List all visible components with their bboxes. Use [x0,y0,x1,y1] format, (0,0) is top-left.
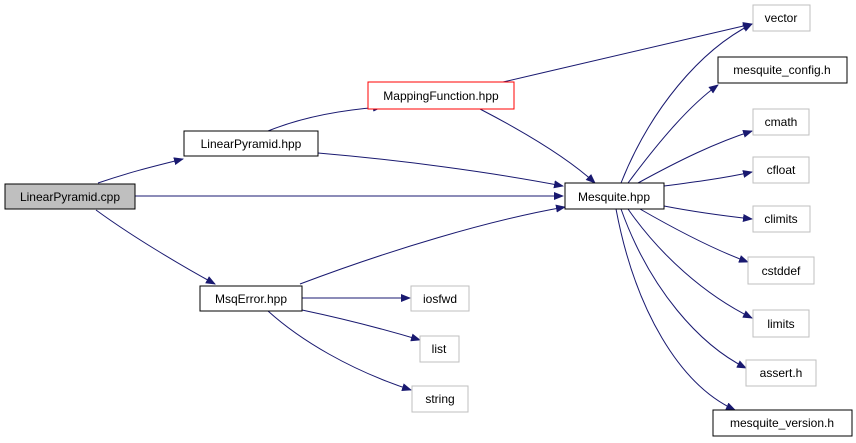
node-label: limits [767,317,794,331]
node-assert-h[interactable]: assert.h [745,359,817,387]
node-list[interactable]: list [419,335,460,363]
node-label: vector [765,11,798,25]
node-label: MsqError.hpp [215,292,287,306]
node-climits[interactable]: climits [752,205,811,233]
node-label: climits [764,212,797,226]
node-cfloat[interactable]: cfloat [752,156,810,184]
node-linearpyramid-hpp[interactable]: LinearPyramid.hpp [183,130,319,157]
node-string[interactable]: string [411,385,469,413]
node-label: cmath [765,115,798,129]
node-msqerror-hpp[interactable]: MsqError.hpp [199,285,303,312]
node-mesquite-hpp[interactable]: Mesquite.hpp [564,182,665,210]
edge-mesquite-hpp-to-limits [627,208,753,319]
node-linearpyramid-cpp[interactable]: LinearPyramid.cpp [4,183,136,210]
node-cstddef[interactable]: cstddef [747,256,815,285]
edge-linearpyramid-cpp-to-msqerror-hpp [95,209,216,285]
node-label: cstddef [762,264,801,278]
node-limits[interactable]: limits [752,309,810,338]
nodes: LinearPyramid.cpp LinearPyramid.hpp Mapp… [4,4,853,437]
edge-linearpyramid-hpp-to-mappingfunction-hpp [267,103,383,132]
node-label: mesquite_version.h [730,416,834,430]
edge-mappingfunction-hpp-to-mesquite-hpp [479,108,596,184]
edge-linearpyramid-cpp-to-linearpyramid-hpp [97,157,184,184]
node-cmath[interactable]: cmath [752,108,810,136]
node-label: assert.h [760,366,803,380]
edge-mesquite-hpp-to-cmath [637,129,753,184]
node-label: list [432,342,447,356]
node-label: cfloat [767,163,796,177]
node-label: Mesquite.hpp [578,190,650,204]
edge-mesquite-hpp-to-cfloat [663,170,753,187]
node-label: iosfwd [423,292,457,306]
edges [95,22,753,411]
edge-mesquite-hpp-to-mesquite-version-h [615,208,736,411]
node-label: string [425,392,454,406]
node-label: LinearPyramid.cpp [20,190,120,204]
edge-mesquite-hpp-to-vector [620,23,753,184]
edge-mappingfunction-hpp-to-vector [502,22,753,83]
edge-linearpyramid-hpp-to-mesquite-hpp [317,152,564,189]
edge-mesquite-hpp-to-mesquite-config-h [627,84,719,184]
node-label: LinearPyramid.hpp [201,137,302,151]
edge-msqerror-hpp-to-list [301,309,421,342]
edge-msqerror-hpp-to-mesquite-hpp [299,204,566,285]
node-mesquite-config-h[interactable]: mesquite_config.h [717,56,848,84]
edge-msqerror-hpp-to-string [267,310,412,391]
node-label: mesquite_config.h [733,63,830,77]
node-iosfwd[interactable]: iosfwd [410,285,470,312]
node-vector[interactable]: vector [752,4,811,32]
node-mesquite-version-h[interactable]: mesquite_version.h [712,409,853,437]
node-mappingfunction-hpp[interactable]: MappingFunction.hpp [367,81,515,110]
edge-mesquite-hpp-to-cstddef [639,208,749,263]
edge-mesquite-hpp-to-climits [663,205,753,222]
node-label: MappingFunction.hpp [383,89,499,103]
edge-mesquite-hpp-to-assert-h [620,208,747,369]
